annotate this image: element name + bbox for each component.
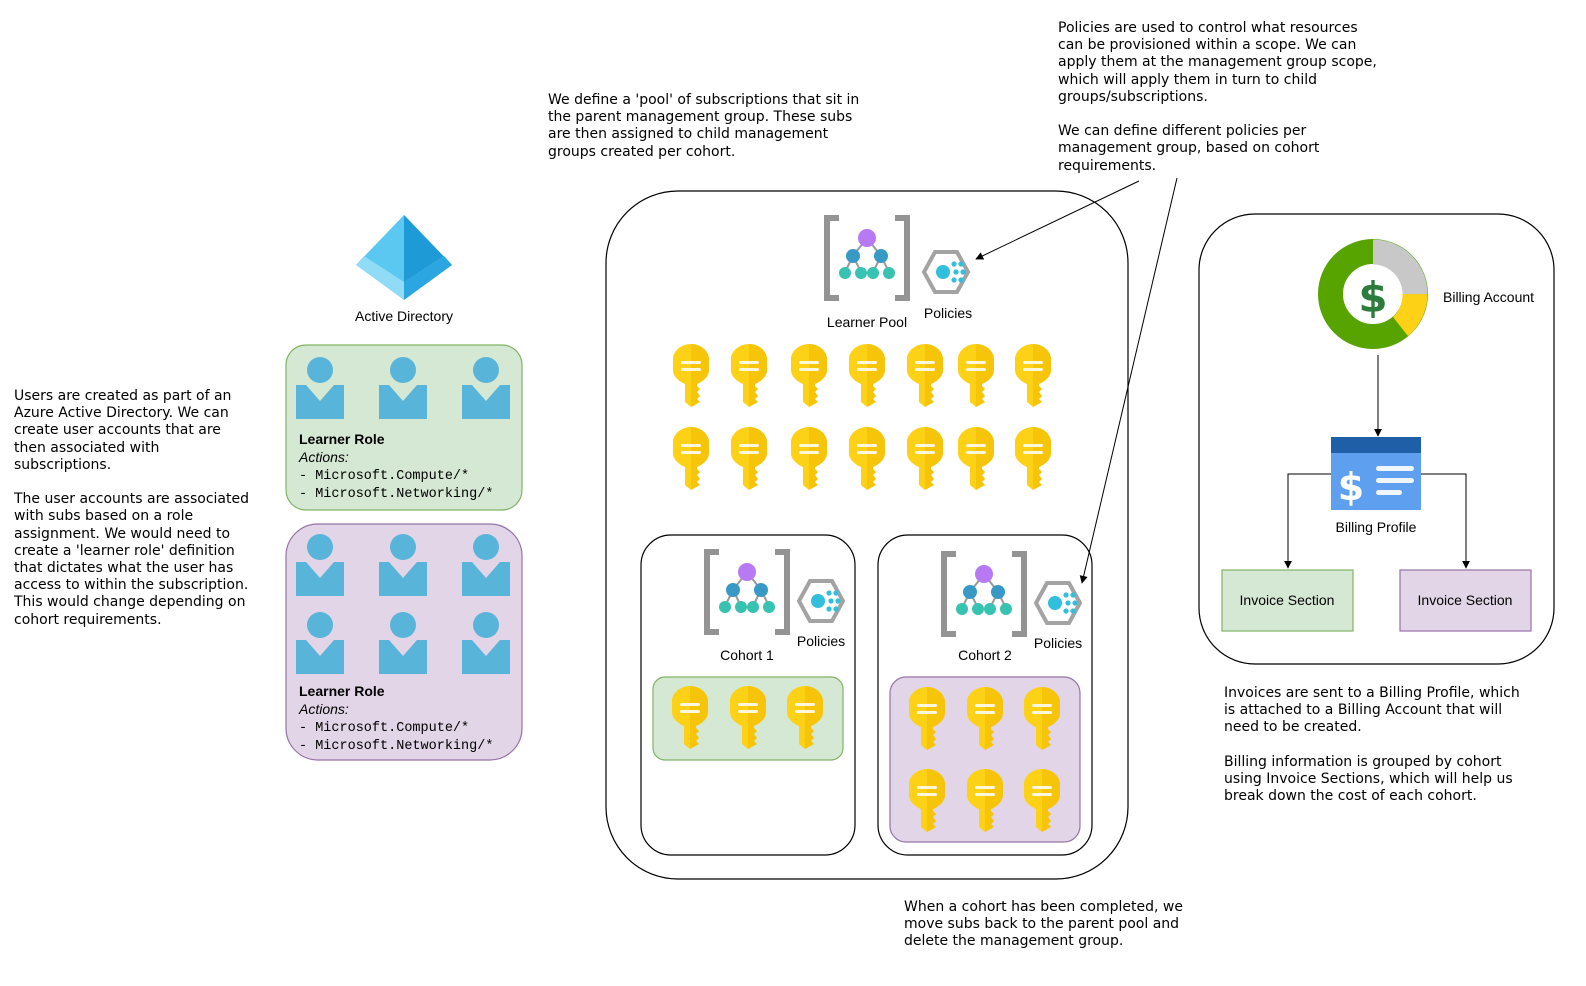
cohort-2-label: Cohort 2 — [958, 647, 1012, 663]
pool-note: We define a 'pool' of subscriptions that… — [548, 92, 860, 160]
role-title: Learner Role — [299, 683, 385, 699]
billing-account-label: Billing Account — [1443, 289, 1534, 305]
policies-note: Policies are used to control what resour… — [1058, 20, 1377, 174]
learner-role-group-2: Learner Role Actions: - Microsoft.Comput… — [285, 523, 523, 761]
users-note: Users are created as part of an Azure Ac… — [14, 388, 249, 628]
policy-pointer-arrow — [1079, 177, 1178, 584]
active-directory-label: Active Directory — [355, 308, 453, 324]
role-action-item: - Microsoft.Compute/* — [299, 469, 469, 484]
svg-text:$: $ — [1358, 273, 1387, 322]
policy-pointer-arrow — [975, 180, 1140, 260]
active-directory-icon — [356, 215, 452, 300]
billing-profile-label: Billing Profile — [1336, 519, 1417, 535]
profile-to-invoice-arrow — [1284, 473, 1331, 569]
policies-label: Policies — [924, 305, 972, 321]
role-action-item: - Microsoft.Networking/* — [299, 739, 493, 754]
role-actions-label: Actions: — [298, 449, 349, 465]
invoice-section-2-label: Invoice Section — [1418, 592, 1513, 608]
billing-note: Invoices are sent to a Billing Profile, … — [1224, 685, 1520, 805]
policies-label: Policies — [1034, 635, 1082, 651]
profile-to-invoice-arrow — [1421, 473, 1470, 569]
cohort-1-label: Cohort 1 — [720, 647, 774, 663]
svg-text:$: $ — [1338, 465, 1364, 509]
cohort-complete-note: When a cohort has been completed, we mov… — [904, 899, 1183, 950]
invoice-section-2-box — [1399, 569, 1532, 632]
billing-profile-icon: $ — [1331, 437, 1421, 510]
learner-role-group-1: Learner Role Actions: - Microsoft.Comput… — [285, 344, 523, 511]
learner-pool-label: Learner Pool — [827, 314, 907, 330]
invoice-section-1-box — [1221, 569, 1354, 632]
role-title: Learner Role — [299, 431, 385, 447]
role-action-item: - Microsoft.Compute/* — [299, 721, 469, 736]
role-action-item: - Microsoft.Networking/* — [299, 487, 493, 502]
invoice-section-1-label: Invoice Section — [1240, 592, 1335, 608]
policies-label: Policies — [797, 633, 845, 649]
role-actions-label: Actions: — [298, 701, 349, 717]
billing-account-icon: $ — [1318, 239, 1428, 349]
